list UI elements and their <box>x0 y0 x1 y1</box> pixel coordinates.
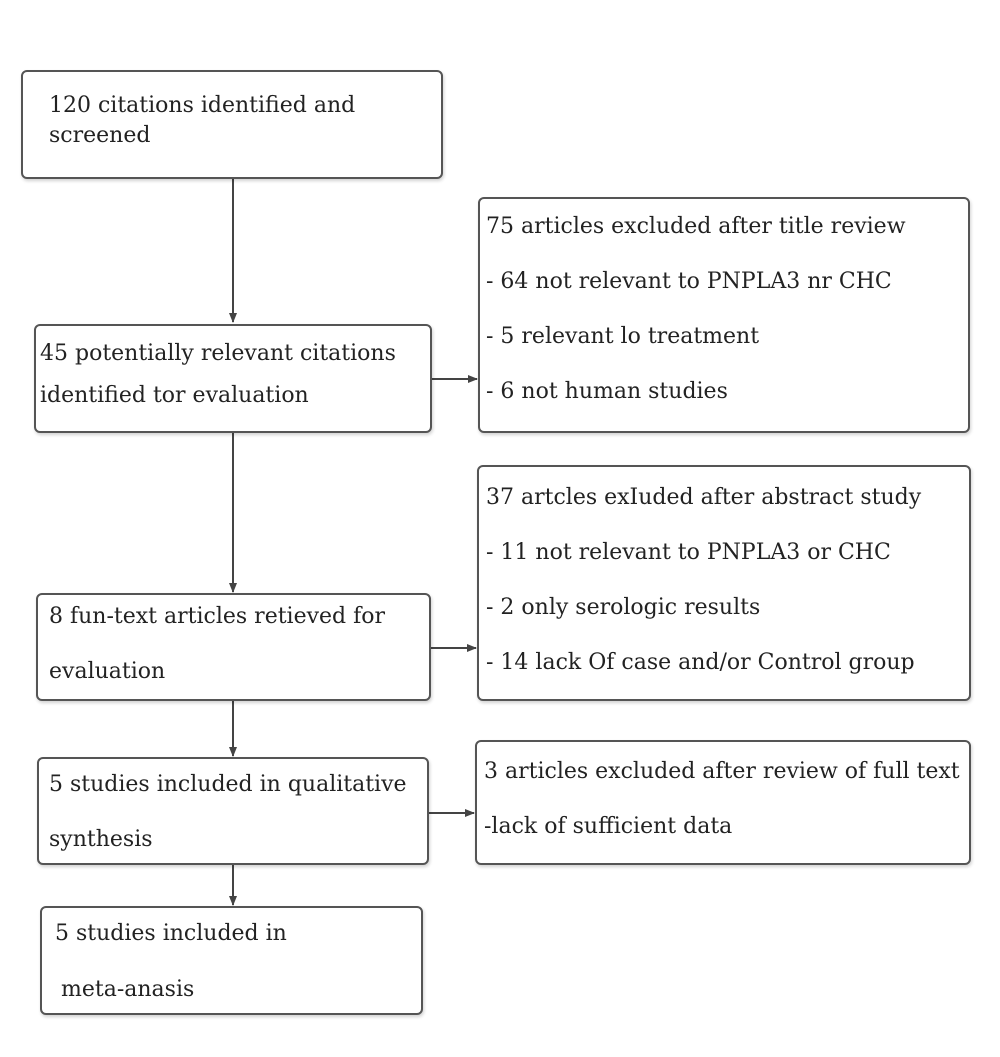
identified-box: 120 citations identified and screened <box>21 70 443 179</box>
fulltext-exclusion-heading: 3 articles excluded after review of full… <box>484 759 960 784</box>
potential-box: 45 potentially relevant citations identi… <box>34 324 432 433</box>
potential-line-2: identified tor evaluation <box>40 383 309 408</box>
abstract-exclusion-item: - 14 lack Of case and/or Control group <box>486 650 915 675</box>
title-exclusion-item: - 6 not human studies <box>486 379 728 404</box>
potential-line-1: 45 potentially relevant citations <box>40 341 396 366</box>
fulltext-exclusion-box: 3 articles excluded after review of full… <box>475 740 971 865</box>
identified-line-1: 120 citations identified and <box>49 93 356 118</box>
fulltext-exclusion-item: -lack of sufficient data <box>484 814 733 839</box>
abstract-exclusion-box: 37 artcles exIuded after abstract study … <box>477 465 971 701</box>
identified-line-2: screened <box>49 123 151 148</box>
meta-box: 5 studies included in meta-anasis <box>40 906 423 1015</box>
meta-line-1: 5 studies included in <box>55 921 287 946</box>
fulltext-line-1: 8 fun-text articles retieved for <box>49 604 386 629</box>
abstract-exclusion-item: - 11 not relevant to PNPLA3 or CHC <box>486 540 891 565</box>
title-exclusion-item: - 64 not relevant to PNPLA3 nr CHC <box>486 269 892 294</box>
qualitative-line-2: synthesis <box>49 827 153 852</box>
title-exclusion-heading: 75 articles excluded after title review <box>486 214 906 239</box>
abstract-exclusion-heading: 37 artcles exIuded after abstract study <box>486 485 922 510</box>
title-exclusion-box: 75 articles excluded after title review … <box>478 197 970 433</box>
meta-line-2: meta-anasis <box>61 977 195 1002</box>
fulltext-box: 8 fun-text articles retieved for evaluat… <box>36 593 431 701</box>
qualitative-box: 5 studies included in qualitative synthe… <box>37 757 429 865</box>
abstract-exclusion-item: - 2 only serologic results <box>486 595 761 620</box>
title-exclusion-item: - 5 relevant lo treatment <box>486 324 760 349</box>
fulltext-line-2: evaluation <box>49 659 166 684</box>
qualitative-line-1: 5 studies included in qualitative <box>49 772 407 797</box>
